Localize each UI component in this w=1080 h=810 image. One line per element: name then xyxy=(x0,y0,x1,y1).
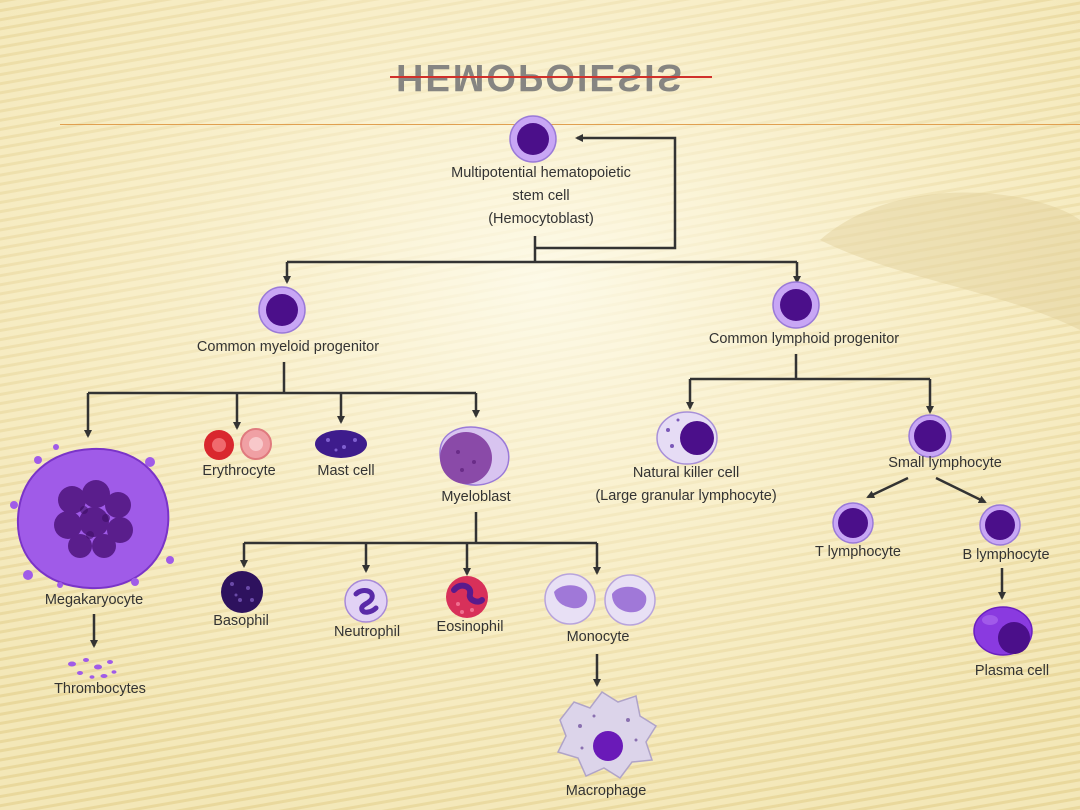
myeloid-progenitor-icon xyxy=(258,286,306,334)
natural-killer-cell-icon xyxy=(656,411,718,465)
t-lymphocyte-label: T lymphocyte xyxy=(815,544,901,560)
stem-cell-label: Multipotential hematopoietic stem cell (… xyxy=(411,162,671,231)
monocyte-label: Monocyte xyxy=(566,629,630,645)
megakaryocyte-label: Megakaryocyte xyxy=(44,592,144,608)
neutrophil-label: Neutrophil xyxy=(333,624,401,640)
thrombocytes-icon xyxy=(68,658,117,679)
myeloblast-icon xyxy=(439,426,510,486)
stem-cell-label-line1: Multipotential hematopoietic xyxy=(451,165,631,181)
erythrocyte-icon xyxy=(204,428,272,460)
stem-cell-label-line3: (Hemocytoblast) xyxy=(488,211,594,227)
small-lymphocyte-icon xyxy=(908,414,952,458)
natural-killer-cell-label-line2: (Large granular lymphocyte) xyxy=(595,488,777,504)
macrophage-label: Macrophage xyxy=(565,783,647,799)
myeloblast-label: Myeloblast xyxy=(441,489,511,505)
basophil-icon xyxy=(221,571,263,613)
stem-cell-icon xyxy=(509,115,557,163)
thrombocytes-label: Thrombocytes xyxy=(54,681,146,697)
natural-killer-cell-label: Natural killer cell (Large granular lymp… xyxy=(556,462,816,508)
b-lymphocyte-icon xyxy=(979,504,1021,546)
mast-cell-label: Mast cell xyxy=(317,463,375,479)
header-divider xyxy=(60,124,1080,125)
neutrophil-icon xyxy=(344,579,388,623)
stem-cell-label-line2: stem cell xyxy=(512,188,570,204)
title-underline xyxy=(390,76,712,78)
myeloid-progenitor-label: Common myeloid progenitor xyxy=(196,339,380,355)
eosinophil-label: Eosinophil xyxy=(436,619,504,635)
plasma-cell-label: Plasma cell xyxy=(974,663,1050,679)
monocyte-icon xyxy=(544,573,656,626)
b-lymphocyte-label: B lymphocyte xyxy=(962,547,1050,563)
lymphoid-progenitor-icon xyxy=(772,281,820,329)
small-lymphocyte-label: Small lymphocyte xyxy=(888,455,1002,471)
connector-lines xyxy=(84,134,1006,687)
natural-killer-cell-label-line1: Natural killer cell xyxy=(632,465,740,481)
eosinophil-icon xyxy=(446,576,488,618)
macrophage-icon xyxy=(556,690,658,780)
plasma-cell-icon xyxy=(973,606,1033,656)
basophil-label: Basophil xyxy=(213,613,269,629)
mast-cell-icon xyxy=(315,430,367,458)
erythrocyte-label: Erythrocyte xyxy=(202,463,276,479)
lymphoid-progenitor-label: Common lymphoid progenitor xyxy=(708,331,900,347)
t-lymphocyte-icon xyxy=(832,502,874,544)
megakaryocyte-icon xyxy=(10,444,174,590)
